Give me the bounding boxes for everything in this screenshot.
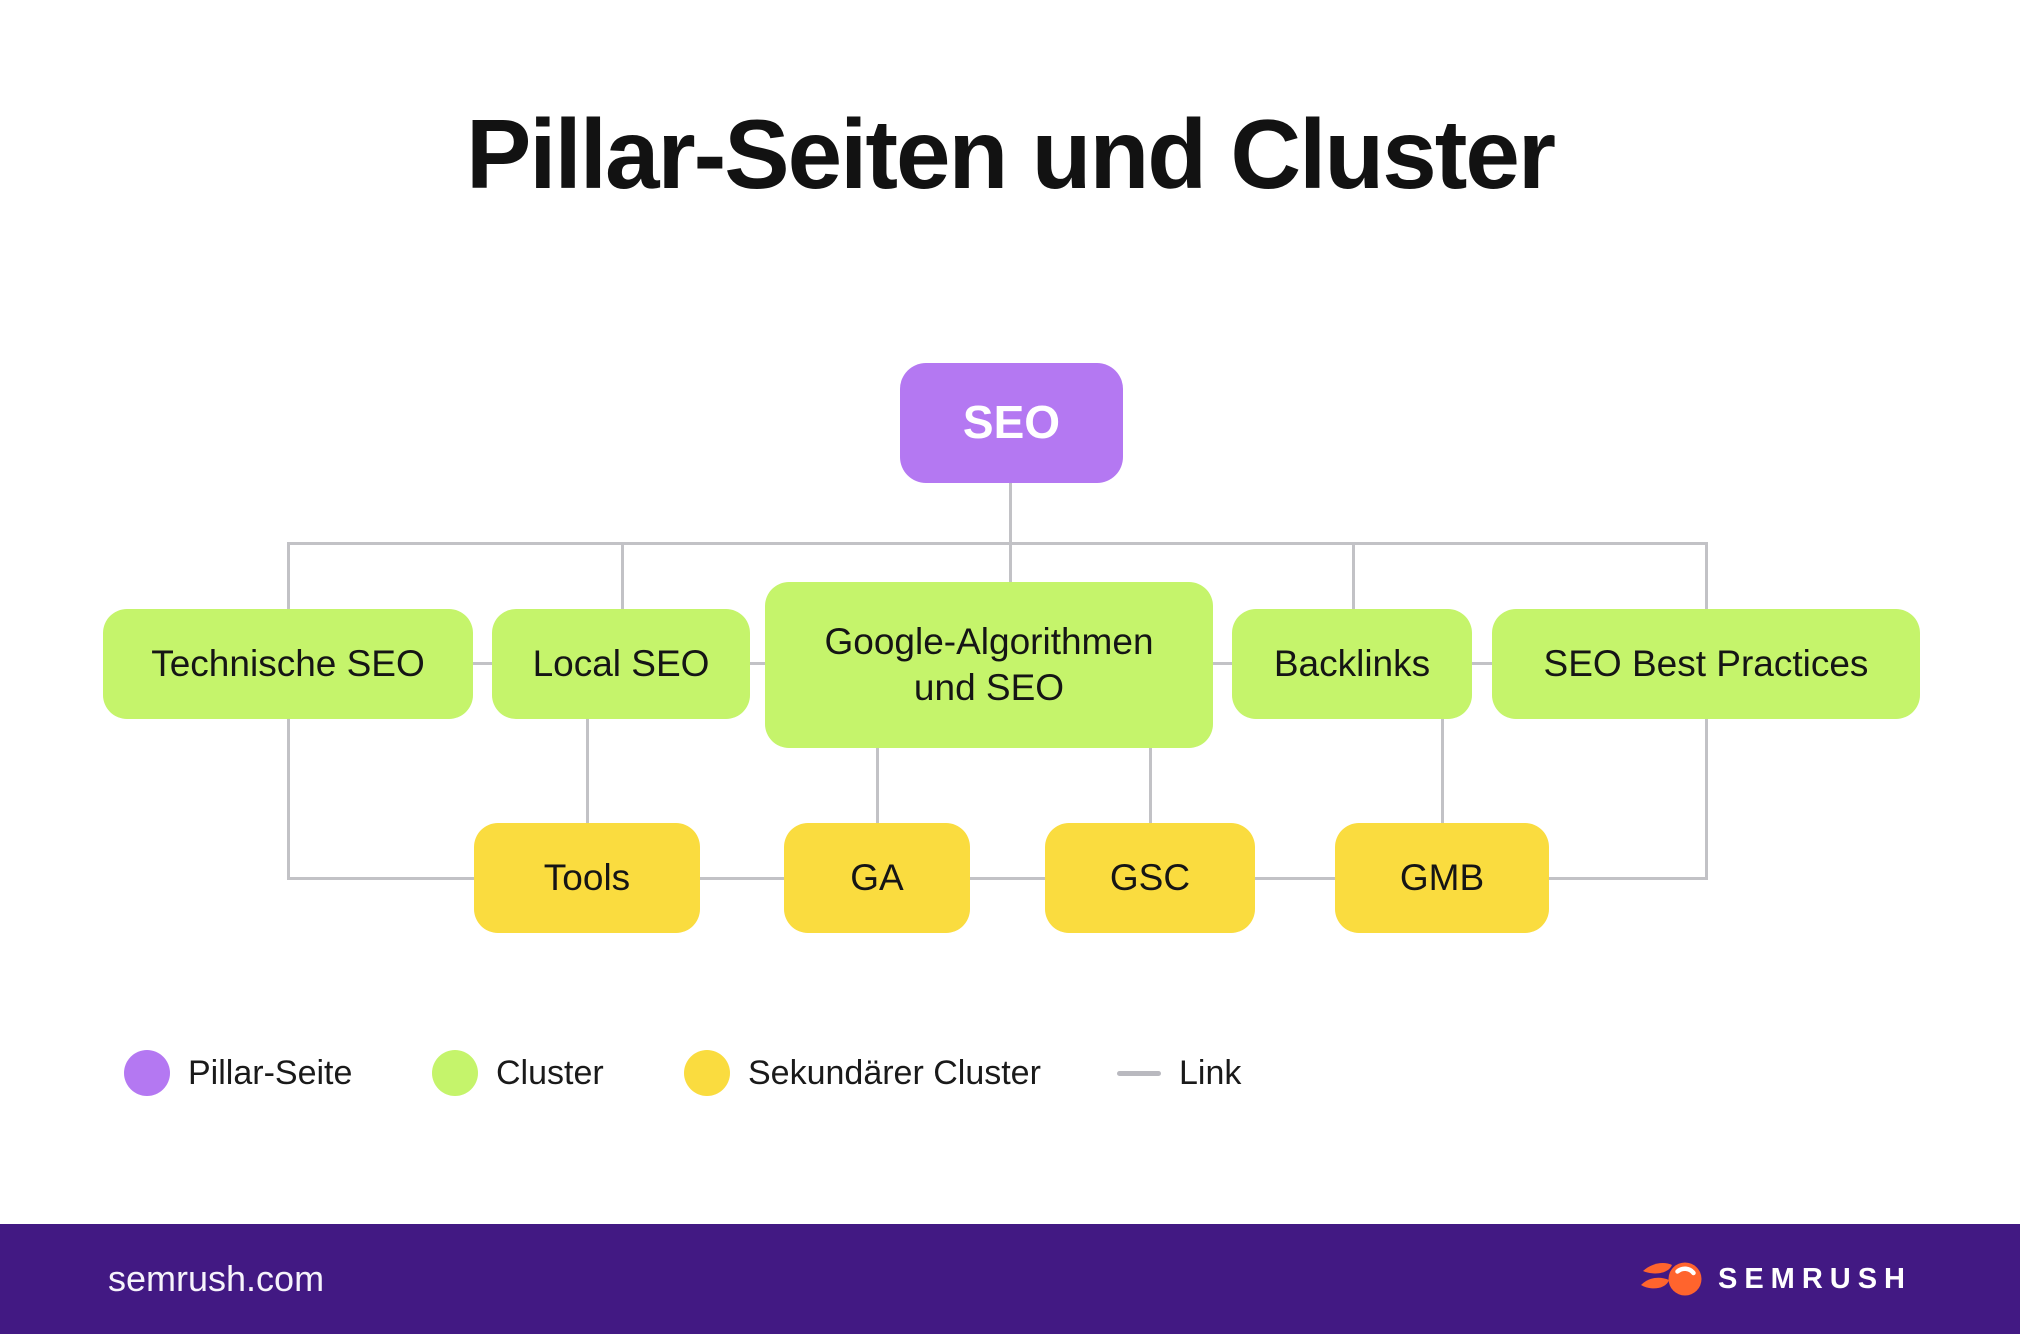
node-google-algorithmen-label: Google-Algorithmen und SEO xyxy=(824,620,1154,708)
node-google-algorithmen-und-seo: Google-Algorithmen und SEO xyxy=(765,582,1213,748)
link-line-tech-down xyxy=(287,719,290,880)
link-line-drop-local xyxy=(621,542,624,610)
node-gsc: GSC xyxy=(1045,823,1255,933)
link-line-gsc-gmb xyxy=(1255,877,1335,880)
link-line-drop-backlinks xyxy=(1352,542,1355,610)
link-line-backlinks-bp xyxy=(1472,662,1492,665)
link-line-tech-to-tools xyxy=(287,877,474,880)
link-line-local-google xyxy=(750,662,765,665)
legend: Pillar-Seite Cluster Sekundärer Cluster … xyxy=(0,1049,2020,1097)
link-line-google-to-gsc xyxy=(1149,748,1152,823)
page-title: Pillar-Seiten und Cluster xyxy=(465,99,1556,209)
node-technische-seo: Technische SEO xyxy=(103,609,473,719)
node-technische-seo-label: Technische SEO xyxy=(151,642,425,684)
legend-label-pillar-seite: Pillar-Seite xyxy=(188,1053,353,1092)
link-line-top-bus xyxy=(287,542,1708,545)
cluster-swatch-icon xyxy=(432,1050,478,1096)
node-backlinks: Backlinks xyxy=(1232,609,1472,719)
semrush-logo: SEMRUSH xyxy=(1640,1261,1912,1297)
legend-item-pillar-seite: Pillar-Seite xyxy=(124,1049,352,1097)
link-line-google-to-ga xyxy=(876,748,879,823)
legend-item-sekundaerer-cluster: Sekundärer Cluster xyxy=(684,1049,1041,1097)
link-line-drop-technische xyxy=(287,542,290,610)
node-local-seo: Local SEO xyxy=(492,609,750,719)
link-line-tools-ga xyxy=(700,877,784,880)
semrush-comet-icon xyxy=(1640,1262,1702,1296)
link-line-backlinks-to-gmb xyxy=(1441,719,1444,823)
legend-label-cluster: Cluster xyxy=(496,1053,604,1092)
node-seo-best-practices-label: SEO Best Practices xyxy=(1543,642,1869,684)
secondary-cluster-swatch-icon xyxy=(684,1050,730,1096)
node-gmb-label: GMB xyxy=(1399,856,1485,898)
node-seo-best-practices: SEO Best Practices xyxy=(1492,609,1920,719)
link-swatch-icon xyxy=(1117,1070,1161,1076)
legend-item-cluster: Cluster xyxy=(432,1049,604,1097)
link-line-google-backlinks xyxy=(1213,662,1232,665)
node-backlinks-label: Backlinks xyxy=(1273,642,1431,684)
link-line-bp-down xyxy=(1705,719,1708,880)
link-line-local-to-tools xyxy=(586,719,589,823)
footer-bar: semrush.com SEMRUSH xyxy=(0,1224,2020,1334)
link-line-seo-stem xyxy=(1009,483,1012,583)
semrush-wordmark: SEMRUSH xyxy=(1717,1262,1912,1295)
footer-site-url: semrush.com xyxy=(108,1258,325,1299)
node-tools: Tools xyxy=(474,823,700,933)
node-local-seo-label: Local SEO xyxy=(532,642,710,684)
node-tools-label: Tools xyxy=(543,856,631,898)
legend-item-link: Link xyxy=(1117,1049,1241,1097)
node-seo-label: SEO xyxy=(962,396,1061,449)
legend-label-link: Link xyxy=(1179,1053,1242,1092)
node-seo: SEO xyxy=(900,363,1123,483)
pillar-swatch-icon xyxy=(124,1050,170,1096)
link-line-ga-gsc xyxy=(970,877,1045,880)
link-line-tech-local xyxy=(473,662,492,665)
node-ga-label: GA xyxy=(850,856,904,898)
legend-label-sekundaerer-cluster: Sekundärer Cluster xyxy=(748,1053,1041,1092)
node-gsc-label: GSC xyxy=(1109,856,1191,898)
link-line-gmb-to-bp xyxy=(1549,877,1708,880)
link-line-drop-bestpract xyxy=(1705,542,1708,610)
node-ga: GA xyxy=(784,823,970,933)
node-gmb: GMB xyxy=(1335,823,1549,933)
